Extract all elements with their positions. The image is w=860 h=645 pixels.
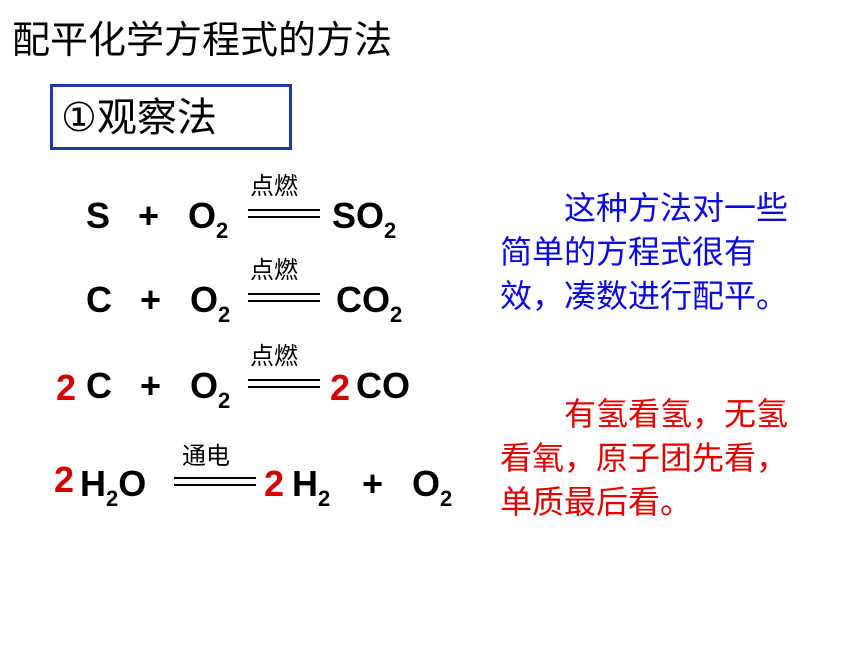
coefficient: 2 [54, 459, 75, 500]
product-1: CO2 [336, 279, 403, 327]
reactant-2: O2 [190, 279, 231, 327]
method-box: ①观察法 [50, 84, 292, 150]
coefficient: 2 [330, 367, 351, 408]
reactant-1: H2O [80, 463, 147, 511]
note-blue: 这种方法对一些简单的方程式很有效，凑数进行配平。 [500, 189, 789, 315]
plus-sign: + [140, 279, 162, 320]
equation-1: S + O2 点燃 SO2 [0, 172, 470, 258]
coefficient: 2 [56, 367, 77, 408]
equation-2: C + O2 点燃 CO2 [0, 256, 470, 342]
reactant-2: O2 [190, 365, 231, 413]
equals-sign [248, 293, 320, 302]
product-2: O2 [412, 463, 453, 511]
note-red: 有氢看氢，无氢看氧，原子团先看，单质最后看。 [500, 395, 789, 521]
equals-sign [248, 209, 320, 218]
product-1: CO [356, 365, 410, 406]
method-label: ①观察法 [61, 95, 217, 141]
equals-sign [248, 379, 320, 388]
reactant-1: S [86, 195, 111, 236]
reaction-condition: 点燃 [250, 342, 298, 370]
coefficient: 2 [264, 463, 285, 504]
reactant-1: C [86, 279, 112, 320]
reactant-1: C [86, 365, 112, 406]
equation-4: 2 H2O 通电 2 H2 + O2 [0, 442, 470, 524]
product-1: H2 [292, 463, 331, 511]
equation-3: 2 C + O2 点燃 2 CO [0, 342, 470, 428]
reactant-2: O2 [188, 195, 229, 243]
product-1: SO2 [332, 195, 397, 243]
reaction-condition: 通电 [182, 442, 230, 470]
plus-sign: + [140, 365, 162, 406]
equals-sign [174, 477, 256, 486]
plus-sign: + [138, 195, 160, 236]
plus-sign: + [362, 463, 384, 504]
page-title: 配平化学方程式的方法 [12, 18, 393, 62]
reaction-condition: 点燃 [250, 172, 298, 200]
reaction-condition: 点燃 [250, 256, 298, 284]
